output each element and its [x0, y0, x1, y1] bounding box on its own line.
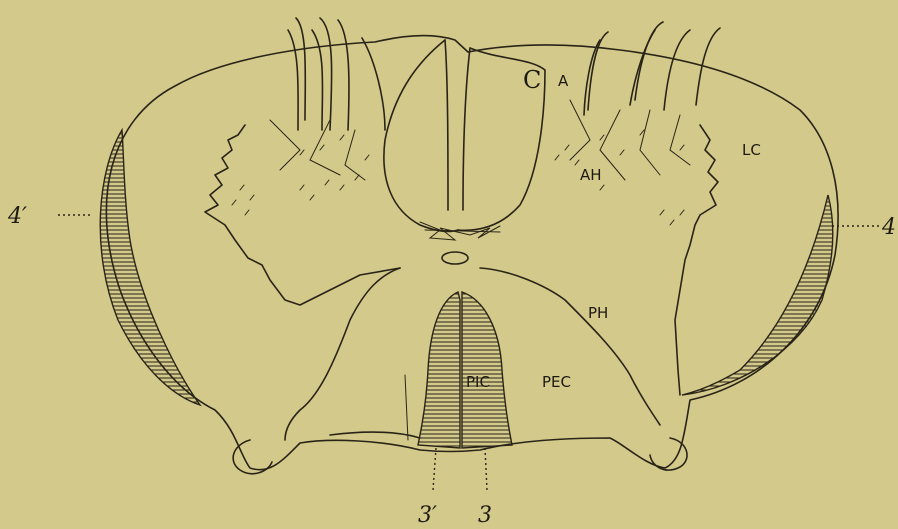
anterior-commissure-line — [330, 432, 420, 438]
label-LC: LC — [742, 141, 761, 159]
right-lateral-column-band — [682, 195, 833, 395]
right-posterior-roots — [584, 22, 720, 115]
anterior-internal-column-right — [462, 292, 512, 448]
right-cell-markers — [555, 130, 684, 225]
anterior-column-left-edge — [405, 375, 408, 440]
leader-line-3-prime — [433, 448, 436, 490]
anterior-internal-column-left — [418, 292, 460, 448]
left-lateral-column-band — [100, 130, 200, 405]
left-posterior-roots — [288, 18, 385, 130]
label-PH: PH — [588, 304, 608, 322]
fiber-network — [270, 100, 690, 180]
label-C: C — [523, 66, 541, 94]
label-3: 3 — [478, 503, 492, 528]
label-PIC: PIC — [466, 373, 490, 391]
label-A: A — [558, 72, 569, 90]
label-PEC: PEC — [542, 373, 571, 391]
right-posterior-horn — [675, 125, 718, 395]
posterior-median-fissure — [445, 40, 470, 210]
central-canal — [442, 252, 468, 264]
label-AH: AH — [580, 166, 602, 184]
label-3-prime: 3′ — [418, 503, 437, 528]
label-4-prime: 4′ — [7, 204, 27, 229]
left-cell-markers — [232, 135, 369, 215]
right-gray-lower-outline — [480, 268, 660, 425]
commissure-mesh — [420, 222, 500, 240]
label-4: 4 — [881, 215, 896, 240]
gray-matter-lower-outline — [285, 268, 400, 440]
leader-line-3 — [485, 448, 487, 490]
